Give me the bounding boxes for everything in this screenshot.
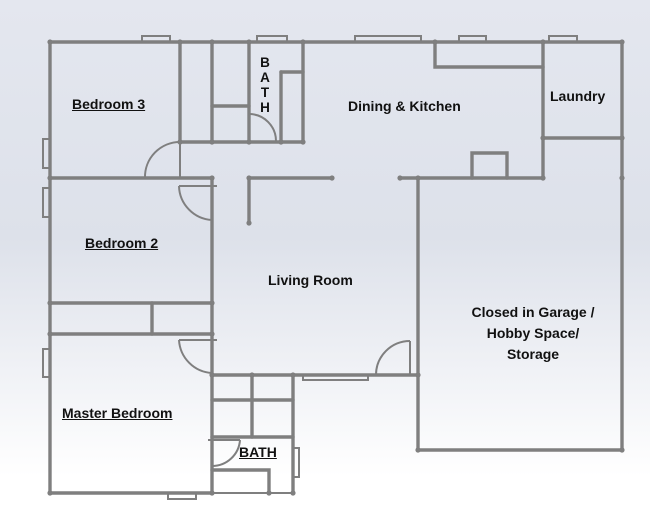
room-label-laundry: Laundry xyxy=(550,88,606,104)
bath-letter: A xyxy=(260,70,270,85)
garage-label-line: Closed in Garage / xyxy=(471,304,595,320)
room-label-garage: Closed in Garage / Hobby Space/ Storage xyxy=(440,302,626,365)
garage-label-line: Hobby Space/ xyxy=(486,325,580,341)
room-label-dining-kitchen: Dining & Kitchen xyxy=(348,98,461,114)
wall-joints xyxy=(47,39,625,496)
bath-letter: T xyxy=(260,85,270,100)
doors xyxy=(143,113,411,468)
room-label-living-room: Living Room xyxy=(268,272,353,288)
room-label-bath-1: B A T H xyxy=(258,55,272,115)
windows xyxy=(42,35,578,500)
bath-letter: B xyxy=(260,55,270,70)
bath-letter: H xyxy=(260,100,270,115)
garage-label-line: Storage xyxy=(506,346,560,362)
room-label-bath-2: BATH xyxy=(239,444,277,460)
room-label-bedroom-3: Bedroom 3 xyxy=(72,96,146,112)
room-label-master-bedroom: Master Bedroom xyxy=(62,405,173,421)
room-label-bedroom-2: Bedroom 2 xyxy=(85,235,159,251)
